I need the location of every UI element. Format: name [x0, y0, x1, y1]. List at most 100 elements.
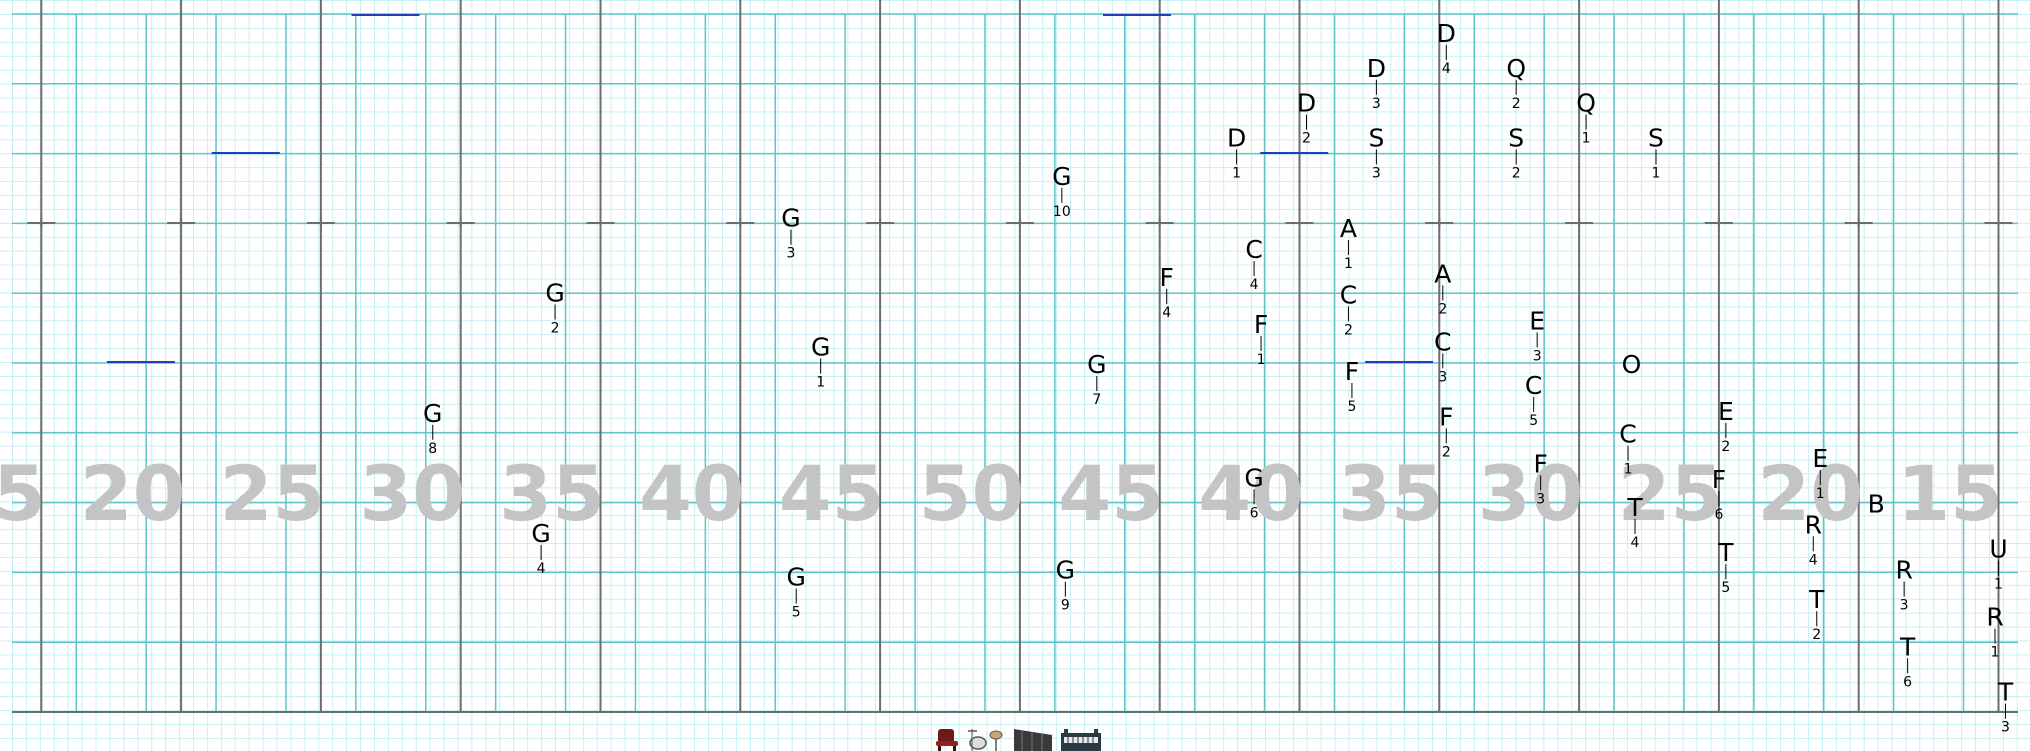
performer-marker[interactable]: A1: [1340, 214, 1357, 272]
performer-marker[interactable]: T3: [1997, 678, 2014, 736]
performer-marker[interactable]: G10: [1052, 162, 1071, 220]
performer-letter: F: [1533, 449, 1547, 478]
performer-letter: T: [1626, 493, 1643, 522]
performer-marker[interactable]: C2: [1340, 280, 1357, 338]
performer-marker[interactable]: C5: [1525, 371, 1542, 429]
yard-number: 35: [1338, 449, 1444, 538]
performer-letter: G: [1244, 463, 1263, 492]
performer-letter: S: [1648, 123, 1664, 152]
yard-numbers: 152025303540455045403530252015: [0, 449, 2003, 538]
bottom-legend: [934, 727, 1102, 751]
performer-marker[interactable]: E3: [1529, 306, 1545, 364]
performer-number: 3: [1372, 96, 1381, 112]
performer-marker[interactable]: G5: [787, 563, 806, 621]
performer-letter: F: [1712, 465, 1726, 494]
performer-marker[interactable]: F6: [1712, 465, 1726, 523]
yard-number: 15: [1897, 449, 2003, 538]
performer-number: 6: [1903, 674, 1912, 690]
performer-marker[interactable]: F1: [1254, 310, 1268, 368]
performer-number: 2: [1721, 439, 1730, 455]
performer-letter: U: [1989, 535, 2007, 564]
yard-number: 35: [499, 449, 605, 538]
performer-marker[interactable]: T6: [1899, 632, 1916, 690]
performer-marker[interactable]: O: [1622, 350, 1642, 379]
performer-number: 2: [1812, 627, 1821, 643]
performer-letter: G: [545, 279, 564, 308]
performer-marker[interactable]: C3: [1434, 327, 1451, 385]
performer-marker[interactable]: A2: [1434, 259, 1451, 317]
performer-marker[interactable]: R1: [1986, 603, 2003, 661]
chair-icon[interactable]: [934, 727, 962, 751]
performer-number: 3: [2001, 720, 2010, 736]
performer-number: 4: [1809, 552, 1818, 568]
performer-marker[interactable]: F2: [1439, 402, 1453, 460]
performer-number: 5: [1529, 413, 1538, 429]
performer-number: 1: [1994, 577, 2003, 593]
performer-letter: C: [1340, 280, 1357, 309]
performer-number: 3: [1900, 598, 1909, 614]
yard-number: 30: [359, 449, 465, 538]
drum-set-icon[interactable]: [968, 727, 1006, 751]
performer-marker[interactable]: D3: [1367, 54, 1386, 112]
performer-marker[interactable]: U1: [1989, 535, 2007, 593]
performer-marker[interactable]: Q2: [1506, 54, 1526, 112]
performer-marker[interactable]: G4: [531, 519, 550, 577]
performer-number: 5: [1721, 580, 1730, 596]
performer-number: 1: [1582, 131, 1591, 147]
performer-letter: R: [1986, 603, 2003, 632]
performer-marker[interactable]: G2: [545, 279, 564, 337]
performer-letter: G: [423, 399, 442, 428]
performer-marker[interactable]: F4: [1159, 263, 1173, 321]
performer-letter: Q: [1506, 54, 1526, 83]
props: B: [1868, 489, 1885, 518]
performer-letter: F: [1159, 263, 1173, 292]
performer-letter: R: [1895, 556, 1912, 585]
speaker-cabinet-icon[interactable]: [1012, 727, 1054, 751]
performer-number: 4: [1631, 535, 1640, 551]
performer-number: 1: [1257, 352, 1266, 368]
performer-letter: C: [1245, 235, 1262, 264]
performer-number: 1: [1652, 165, 1661, 181]
yard-number: 20: [80, 449, 186, 538]
performer-number: 5: [792, 605, 801, 621]
performer-letter: G: [787, 563, 806, 592]
performer-number: 4: [1250, 277, 1259, 293]
performer-marker[interactable]: S1: [1648, 123, 1664, 181]
performer-marker[interactable]: E2: [1718, 397, 1734, 455]
performer-marker[interactable]: G3: [781, 204, 800, 262]
performer-marker[interactable]: F5: [1345, 357, 1359, 415]
performer-marker[interactable]: D1: [1227, 123, 1246, 181]
yard-number: 30: [1478, 449, 1584, 538]
performer-letter: D: [1297, 89, 1316, 118]
performer-marker[interactable]: T2: [1808, 585, 1825, 643]
yard-number: 45: [779, 449, 885, 538]
performer-number: 2: [1442, 444, 1451, 460]
keyboard-icon[interactable]: [1060, 727, 1102, 751]
performer-letter: T: [1808, 585, 1825, 614]
performer-number: 1: [1991, 645, 2000, 661]
performer-marker[interactable]: G9: [1056, 556, 1075, 614]
blue-markers: [107, 15, 1433, 362]
performer-marker[interactable]: G7: [1087, 350, 1106, 408]
performer-marker[interactable]: S2: [1508, 123, 1524, 181]
performer-number: 5: [1347, 399, 1356, 415]
performer-marker[interactable]: T4: [1626, 493, 1643, 551]
performer-number: 4: [1162, 305, 1171, 321]
performer-marker[interactable]: G1: [811, 333, 830, 391]
performer-letter: D: [1437, 19, 1456, 48]
prop-marker[interactable]: B: [1868, 489, 1885, 518]
performer-letter: F: [1345, 357, 1359, 386]
performer-marker[interactable]: R4: [1805, 510, 1822, 568]
performer-letter: R: [1805, 510, 1822, 539]
performer-number: 2: [551, 321, 560, 337]
performer-letter: G: [531, 519, 550, 548]
performer-number: 3: [1438, 369, 1447, 385]
performer-number: 2: [1438, 301, 1447, 317]
performer-marker[interactable]: R3: [1895, 556, 1912, 614]
performer-marker[interactable]: C4: [1245, 235, 1262, 293]
performer-marker[interactable]: S3: [1368, 123, 1384, 181]
performer-number: 3: [1372, 165, 1381, 181]
performer-letter: E: [1529, 306, 1545, 335]
performer-letter: C: [1434, 327, 1451, 356]
